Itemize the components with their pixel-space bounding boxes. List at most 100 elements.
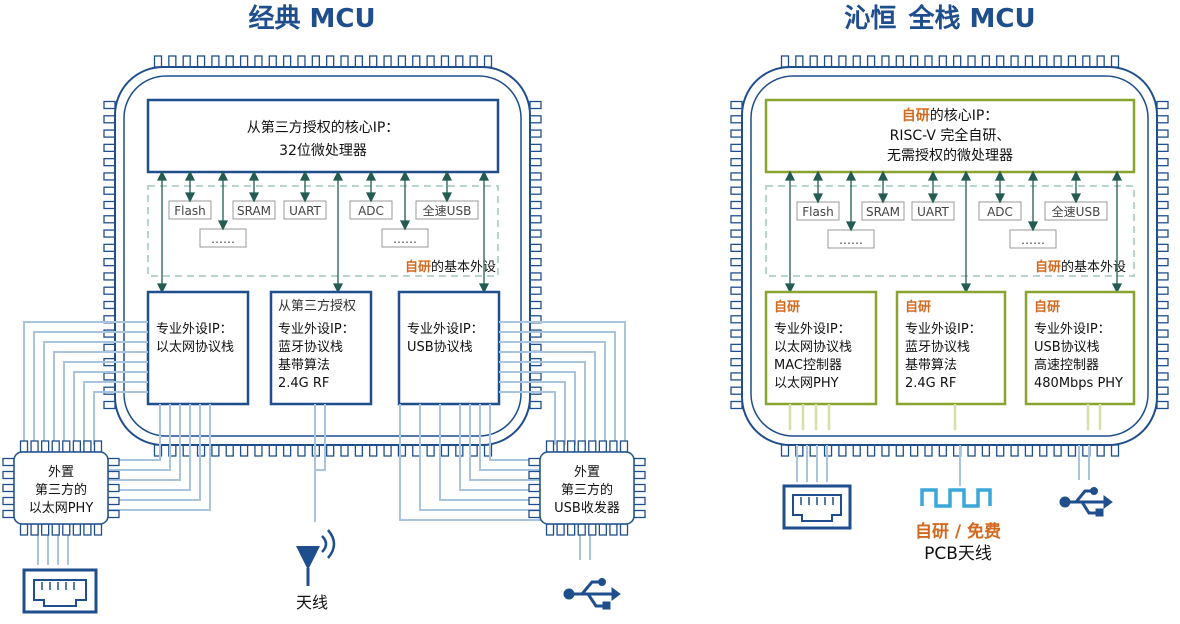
right-chip-pin-right — [1156, 157, 1169, 167]
pcb-antenna-label-bottom: PCB天线 — [924, 544, 992, 564]
left-chip-pin-right — [529, 400, 542, 410]
ext-usb-pin-top — [588, 440, 597, 453]
ext-usb-pin-right — [633, 496, 646, 506]
right-periph-flash-label: Flash — [802, 205, 833, 219]
left-chip-pin-left — [103, 115, 116, 124]
left-chip-pin-right — [529, 272, 542, 281]
ext-phy-pin-bottom — [62, 523, 71, 536]
ext-phy-pin-left — [2, 457, 15, 467]
right-chip-pin-bottom — [823, 444, 833, 457]
ext-phy-pin-top — [19, 440, 29, 453]
right-basic-label: 自研的基本外设 — [1035, 259, 1126, 275]
left-periph-more-1-label: …… — [211, 232, 235, 246]
ext-phy-pin-top — [40, 440, 50, 453]
right-periph-more-1-label: …… — [839, 233, 863, 247]
right-title: 沁恒全栈 MCU — [844, 3, 1035, 34]
right-chip-pin-bottom — [852, 444, 861, 457]
right-chip-pin-bottom — [1053, 444, 1062, 457]
right-chip-pin-left — [730, 200, 743, 210]
left-chip-pin-left — [103, 100, 116, 110]
ext-phy-pin-top — [93, 440, 103, 453]
ext-usb-pin-right — [633, 509, 646, 519]
ext-usb-pin-top — [545, 440, 555, 453]
right-block-bluetooth-line2: 蓝牙协议栈 — [905, 340, 970, 355]
ext-phy-pin-top — [72, 440, 82, 453]
right-block-ethernet — [764, 290, 878, 406]
right-chip-pin-top — [1053, 55, 1062, 68]
left-title: 经典 MCU — [248, 3, 375, 34]
right-chip-pin-top — [953, 55, 962, 68]
left-block-bluetooth-header: 从第三方授权 — [278, 298, 356, 314]
right-block-usb-line1: 专业外设IP： — [1034, 322, 1111, 337]
right-chip-pin-bottom — [1024, 444, 1034, 457]
left-chip-pin-left — [103, 172, 116, 181]
right-chip-pin-bottom — [895, 444, 904, 457]
right-chip-pin-right — [1156, 272, 1169, 281]
right-chip-pin-right — [1156, 357, 1169, 367]
right-chip-pin-top — [780, 55, 790, 68]
right-chip-pin-left — [730, 186, 743, 195]
ext-phy-pin-top — [30, 440, 39, 453]
left-ext-phy-line3: 以太网PHY — [29, 501, 94, 516]
ext-phy-pin-right — [107, 483, 120, 493]
left-core-line2: 32位微处理器 — [279, 143, 367, 159]
left-block-bluetooth-line3: 基带算法 — [278, 358, 330, 373]
ext-usb-pin-left — [528, 457, 541, 467]
right-block-ethernet-line1: 专业外设IP： — [774, 322, 851, 337]
left-peripherals: Flash SRAM UART ADC 全速USB …… …… — [168, 200, 479, 248]
right-chip-pin-left — [730, 115, 743, 124]
right-chip-pin-top — [838, 55, 847, 68]
ext-phy-pin-bottom — [40, 523, 50, 536]
right-block-usb-line4: 480Mbps PHY — [1034, 376, 1123, 391]
ext-phy-pin-right — [107, 496, 120, 506]
left-periph-sram-label: SRAM — [237, 204, 271, 218]
left-chip-pin-right — [529, 129, 542, 138]
left-chip-pin-left — [103, 386, 116, 395]
left-ext-usb-line1: 外置 — [574, 465, 600, 480]
left-chip-pin-right — [529, 115, 542, 124]
right-chip-pin-right — [1156, 100, 1169, 110]
pcb-antenna-label-top: 自研 / 免费 — [915, 521, 1001, 542]
left-chip-pin-bottom — [268, 444, 277, 457]
right-chip-pin-right — [1156, 129, 1169, 138]
left-chip-pin-left — [103, 300, 116, 310]
left-core-box — [146, 98, 500, 174]
right-block-ethernet-line4: 以太网PHY — [774, 376, 839, 391]
ext-phy-pin-left — [2, 509, 15, 519]
right-chip-pin-right — [1156, 115, 1169, 124]
left-chip-pin-top — [225, 55, 234, 68]
ext-usb-pin-bottom — [577, 523, 586, 536]
ext-phy-pin-bottom — [83, 523, 92, 536]
right-chip-pin-bottom — [866, 444, 876, 457]
right-chip-pin-top — [881, 55, 890, 68]
right-chip-pin-bottom — [1039, 444, 1048, 457]
right-periph-more-2-label: …… — [1021, 233, 1045, 247]
left-chip-pin-right — [529, 186, 542, 195]
right-basic-peripheral-area — [765, 185, 1135, 277]
left-chip-pin-right — [529, 172, 542, 181]
right-block-bluetooth-line1: 专业外设IP： — [905, 322, 982, 337]
right-block-bluetooth-line4: 2.4G RF — [905, 376, 956, 391]
right-chip-pin-top — [1039, 55, 1048, 68]
ext-usb-pin-left — [528, 496, 541, 506]
right-chip-pin-bottom — [881, 444, 890, 457]
left-chip-pin-bottom — [412, 444, 421, 457]
left-ext-phy-line2: 第三方的 — [35, 482, 87, 498]
left-chip-pin-left — [103, 400, 116, 410]
right-chip-pin-left — [730, 215, 743, 224]
left-chip-pin-bottom — [469, 444, 478, 457]
left-ext-usb-line2: 第三方的 — [561, 482, 613, 498]
right-core-line1: 自研的核心IP： — [902, 107, 999, 124]
left-chip-pin-top — [182, 55, 191, 68]
ext-phy-pin-bottom — [72, 523, 82, 536]
ext-phy-pin-top — [51, 440, 60, 453]
left-chip-pin-left — [103, 143, 116, 153]
left-block-bluetooth-line2: 蓝牙协议栈 — [278, 340, 343, 355]
ext-usb-pin-right — [633, 457, 646, 467]
right-rj45-icon — [782, 484, 852, 530]
right-chip-pin-left — [730, 400, 743, 410]
left-ext-usb-line3: USB收发器 — [554, 500, 620, 516]
left-chip-pin-top — [469, 55, 478, 68]
left-chip-pin-top — [326, 55, 335, 68]
